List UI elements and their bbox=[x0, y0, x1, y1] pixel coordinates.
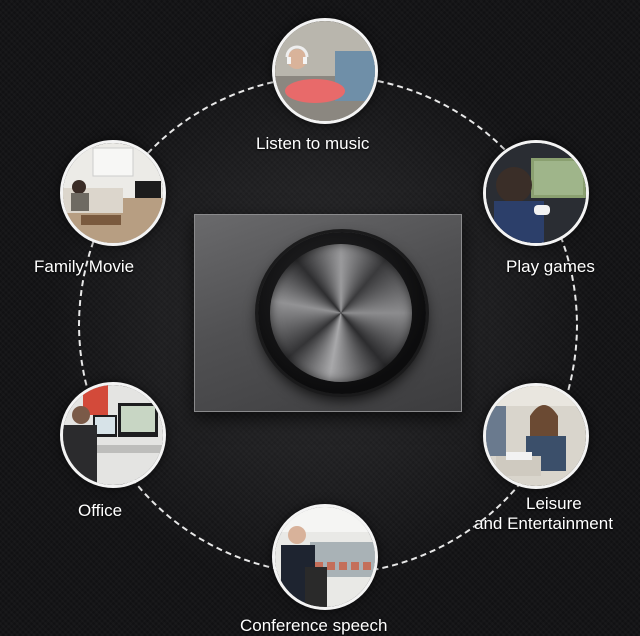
games-scene-image bbox=[483, 140, 589, 246]
office-scene-image bbox=[60, 382, 166, 488]
label-and-entertainment: and Entertainment bbox=[474, 514, 613, 533]
label-conference-speech: Conference speech bbox=[240, 616, 388, 635]
label-family-movie: Family Movie bbox=[34, 257, 135, 276]
label-play-games: Play games bbox=[506, 257, 595, 276]
movie-scene-image bbox=[60, 140, 166, 246]
conference-scene-image bbox=[272, 504, 378, 610]
label-listen-to-music: Listen to music bbox=[256, 134, 370, 153]
label-office: Office bbox=[78, 501, 123, 520]
music-scene-image bbox=[272, 18, 378, 124]
volume-knob bbox=[270, 244, 412, 382]
label-leisure: Leisure bbox=[526, 494, 582, 513]
leisure-scene-image bbox=[483, 383, 589, 489]
